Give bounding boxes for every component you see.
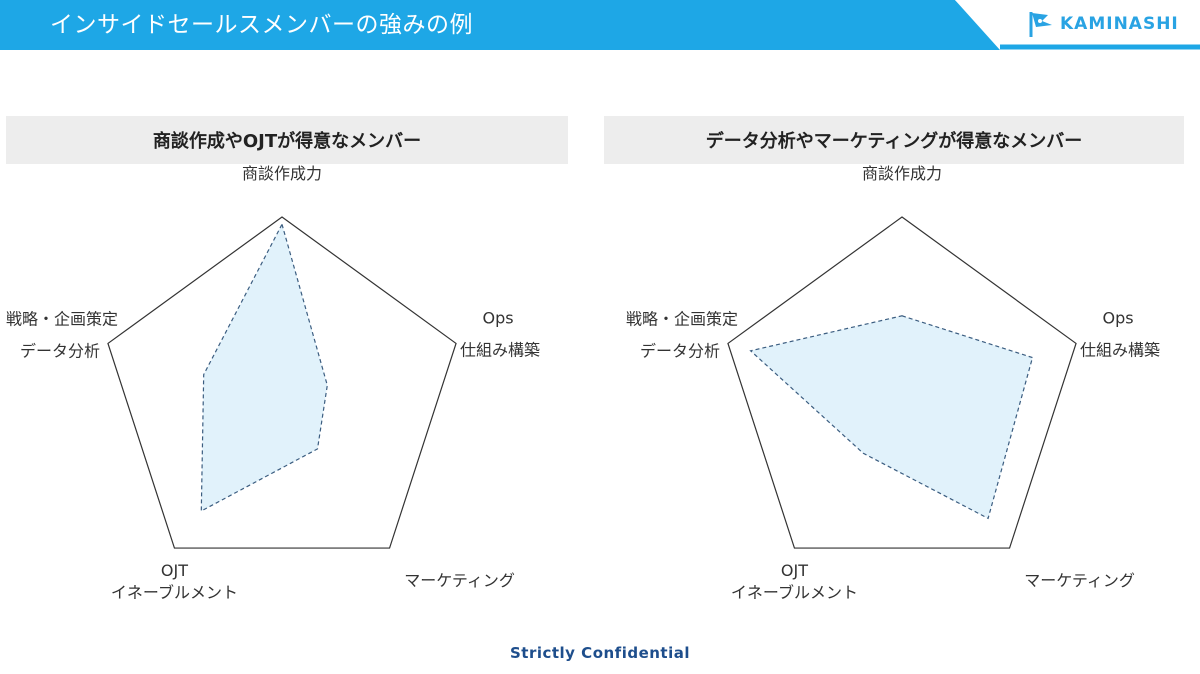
- axis-label: OJT: [781, 561, 808, 580]
- axis-label: データ分析: [20, 341, 100, 360]
- radar-series-area: [749, 315, 1034, 520]
- logo: KAMINASHI: [1028, 8, 1179, 40]
- axis-label: Ops: [482, 308, 513, 327]
- axis-label: OJT: [161, 561, 188, 580]
- radar-series-area: [200, 222, 328, 513]
- axis-label: イネーブルメント: [111, 583, 238, 602]
- axis-label: 商談作成力: [242, 164, 322, 183]
- axis-label: Ops: [1102, 308, 1133, 327]
- radar-outline: [727, 216, 1077, 549]
- flag-mascot-icon: [1029, 12, 1052, 37]
- axis-label: 戦略・企画策定: [626, 309, 738, 328]
- page-title: インサイドセールスメンバーの強みの例: [50, 12, 473, 38]
- axis-label: 仕組み構築: [1080, 340, 1160, 359]
- radar-outline: [107, 216, 457, 549]
- chart-title-left: 商談作成やOJTが得意なメンバー: [6, 116, 568, 164]
- axis-label: マーケティング: [404, 571, 515, 590]
- axis-label: データ分析: [640, 341, 720, 360]
- axis-label: 商談作成力: [862, 164, 942, 183]
- chart-title-right: データ分析やマーケティングが得意なメンバー: [604, 116, 1184, 164]
- logo-text: KAMINASHI: [1060, 14, 1179, 34]
- header-band: [0, 0, 1200, 50]
- axis-label: イネーブルメント: [731, 583, 858, 602]
- footer-confidential: Strictly Confidential: [509, 644, 691, 662]
- axis-label: マーケティング: [1024, 571, 1135, 590]
- axis-label: 仕組み構築: [460, 340, 540, 359]
- axis-label: 戦略・企画策定: [6, 309, 118, 328]
